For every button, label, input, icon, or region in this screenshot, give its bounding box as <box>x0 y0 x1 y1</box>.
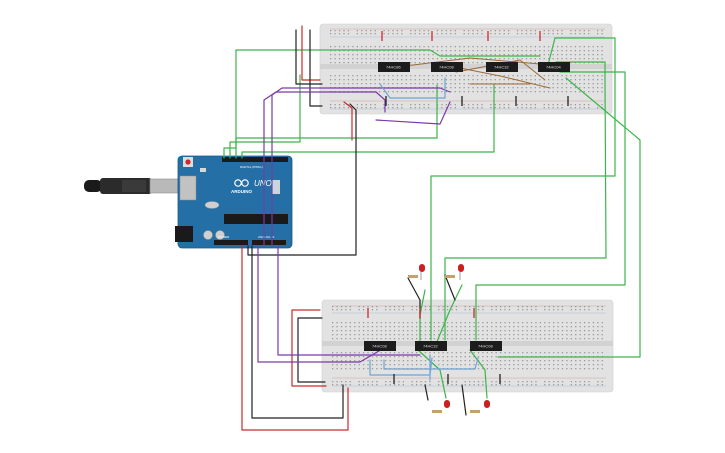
chip-bottom-1-label: 74HC08 <box>372 344 387 349</box>
chip-top-2-label: 74HC08 <box>439 65 454 70</box>
arduino-model: UNO <box>254 179 272 188</box>
digital-header-label: DIGITAL (PWM~) <box>240 165 263 169</box>
chip-top-3[interactable]: 74HC32 <box>486 62 518 72</box>
wire-green[interactable] <box>469 349 488 399</box>
power-header-label: POWER <box>218 235 230 239</box>
led-bottom-right[interactable] <box>470 400 490 413</box>
usb-cable <box>84 178 189 194</box>
wire-black[interactable] <box>295 29 323 85</box>
wire-green[interactable] <box>417 349 447 399</box>
analog-header[interactable] <box>252 240 286 245</box>
chip-top-1[interactable]: 74HC86 <box>378 62 410 72</box>
wire-brown[interactable] <box>455 59 546 81</box>
wire-purple[interactable] <box>271 87 451 247</box>
resistor[interactable] <box>470 410 480 413</box>
wires[interactable] <box>223 25 641 431</box>
usb-port <box>179 175 197 201</box>
chip-top-2[interactable]: 74HC08 <box>431 62 463 72</box>
digital-header[interactable] <box>222 157 288 162</box>
wire-green[interactable] <box>475 71 626 341</box>
wire-red[interactable] <box>343 101 353 141</box>
wire-blue[interactable] <box>369 357 433 376</box>
wire-black[interactable] <box>247 103 357 256</box>
wire-purple[interactable] <box>263 91 386 247</box>
chip-row-top: 74HC86 74HC08 74HC32 74HC04 <box>378 62 570 72</box>
gnd-jumpers <box>385 96 569 384</box>
led-top-right[interactable] <box>445 264 464 280</box>
atmega-chip <box>224 214 288 224</box>
chip-top-4-label: 74HC04 <box>546 65 561 70</box>
wire-blue[interactable] <box>379 77 446 99</box>
rail-jumpers <box>367 31 541 318</box>
resistor[interactable] <box>445 275 455 278</box>
wire-purple[interactable] <box>375 101 451 125</box>
led-bottom-left[interactable] <box>432 400 450 413</box>
wire-red[interactable] <box>241 245 349 431</box>
resistor[interactable] <box>408 275 418 278</box>
wire-black[interactable] <box>444 274 456 301</box>
wire-black[interactable] <box>251 245 344 419</box>
power-header[interactable] <box>214 240 248 245</box>
wire-green[interactable] <box>430 37 616 341</box>
chip-bottom-2-label: 74HC32 <box>423 344 438 349</box>
wire-brown[interactable] <box>449 65 551 89</box>
wire-purple[interactable] <box>277 245 421 356</box>
wire-green[interactable] <box>444 61 607 341</box>
arduino-uno-board[interactable]: ARDUINO UNO DIGITAL (PWM~) POWER ANALOG … <box>175 155 293 249</box>
chip-top-4[interactable]: 74HC04 <box>538 62 570 72</box>
chip-bottom-1[interactable]: 74HC08 <box>364 341 396 351</box>
infinity-logo-icon <box>234 179 242 187</box>
wire-green[interactable] <box>241 84 495 159</box>
reset-button-cap[interactable] <box>185 159 191 165</box>
wire-black[interactable] <box>309 29 323 107</box>
led-top-left[interactable] <box>408 264 425 280</box>
wire-black[interactable] <box>424 384 429 401</box>
wire-green[interactable] <box>235 84 438 159</box>
analog-header-label: ANALOG IN <box>258 235 274 239</box>
chip-top-3-label: 74HC32 <box>494 65 509 70</box>
chip-bottom-3-label: 74HC08 <box>478 344 493 349</box>
wire-black[interactable] <box>297 317 326 383</box>
chip-top-1-label: 74HC86 <box>386 65 401 70</box>
chip-bottom-3[interactable]: 74HC08 <box>470 341 502 351</box>
power-jack <box>175 226 193 242</box>
wire-green[interactable] <box>223 49 541 159</box>
chip-row-bottom: 74HC08 74HC32 74HC08 <box>364 341 502 351</box>
wire-red[interactable] <box>301 25 321 81</box>
wire-black[interactable] <box>461 384 467 416</box>
wire-red[interactable] <box>291 309 327 387</box>
resistor[interactable] <box>432 410 442 413</box>
wire-green[interactable] <box>229 74 301 159</box>
chip-bottom-2[interactable]: 74HC32 <box>415 341 447 351</box>
wire-green[interactable] <box>435 284 463 345</box>
arduino-brand: ARDUINO <box>231 189 252 194</box>
wire-green[interactable] <box>497 77 641 358</box>
